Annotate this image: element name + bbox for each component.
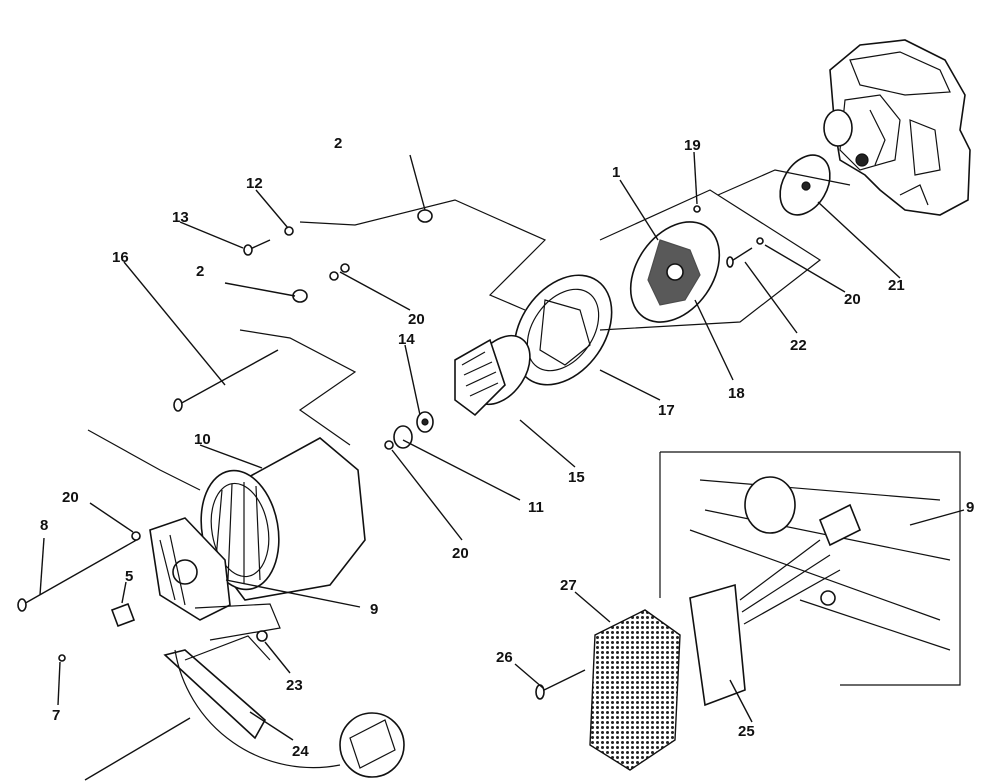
callout-20-top: 20: [408, 311, 425, 328]
callout-24: 24: [292, 743, 309, 760]
engine: [823, 39, 971, 216]
callout-8: 8: [40, 517, 48, 534]
part-8-bolt: [17, 537, 141, 612]
callout-2-left: 2: [196, 263, 204, 280]
callout-17: 17: [658, 402, 675, 419]
callout-19: 19: [684, 137, 701, 154]
callout-20-left: 20: [62, 489, 79, 506]
part-15-rotor: [454, 334, 531, 417]
callout-21: 21: [888, 277, 905, 294]
callout-1: 1: [612, 164, 620, 181]
callout-12: 12: [246, 175, 263, 192]
callout-9-inset: 9: [966, 499, 974, 516]
callout-18: 18: [728, 385, 745, 402]
callout-14: 14: [398, 331, 415, 348]
callout-22: 22: [790, 337, 807, 354]
assembly-guide-lines: [87, 169, 851, 661]
callout-9-housing: 9: [370, 601, 378, 618]
part-14-bearing: [393, 411, 434, 449]
callout-5: 5: [125, 568, 133, 585]
callout-27: 27: [560, 577, 577, 594]
part-27-mesh-cover: [589, 609, 681, 771]
part-10-stator: [200, 437, 366, 601]
callout-20-center: 20: [452, 545, 469, 562]
callout-20-right: 20: [844, 291, 861, 308]
callout-25: 25: [738, 723, 755, 740]
callout-16: 16: [112, 249, 129, 266]
inset-regulator-detail: [659, 451, 961, 707]
callout-7: 7: [52, 707, 60, 724]
part-24-bracket: [84, 649, 405, 781]
part-16-bolt: [173, 349, 279, 412]
part-26-screw: [535, 669, 586, 700]
callout-26: 26: [496, 649, 513, 666]
callout-13: 13: [172, 209, 189, 226]
callout-11: 11: [528, 499, 544, 516]
callout-labels: 1 2 2 5 7 8 9 9 10 11 12 13 14 15 16 17 …: [40, 135, 974, 760]
hardware-small-parts: [58, 205, 764, 662]
part-9-housing: [149, 517, 231, 621]
callout-23: 23: [286, 677, 303, 694]
leader-lines: [39, 151, 965, 741]
callout-2-top: 2: [334, 135, 342, 152]
callout-10: 10: [194, 431, 211, 448]
part-17-end-bell: [513, 274, 613, 386]
callout-15: 15: [568, 469, 585, 486]
part-21-disc: [779, 154, 831, 216]
part-1-fan: [629, 221, 721, 323]
